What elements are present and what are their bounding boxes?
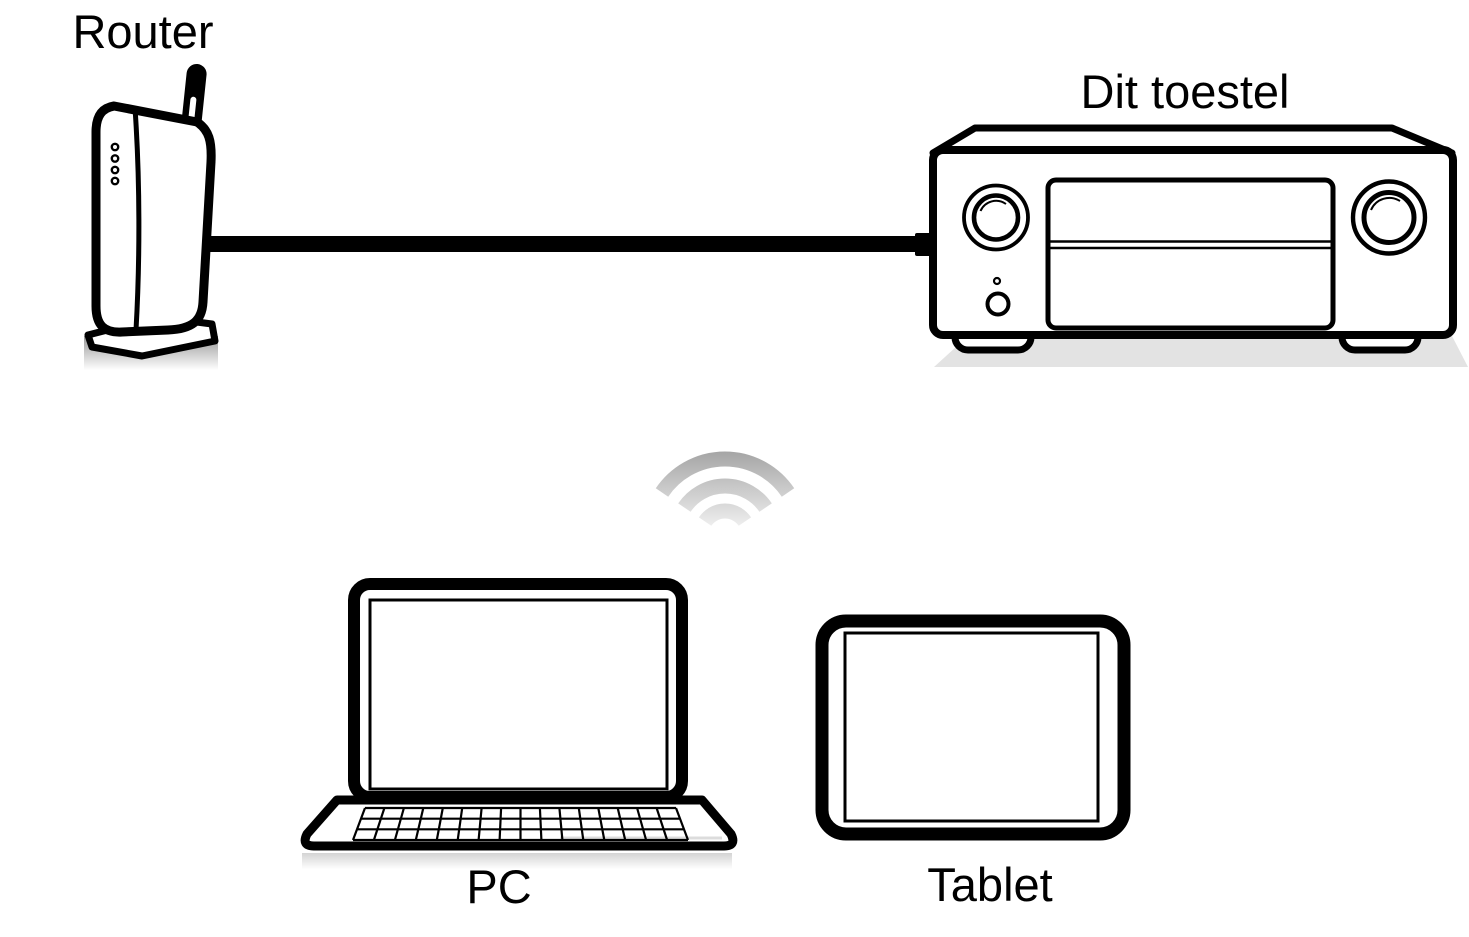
tablet-label: Tablet: [927, 858, 1053, 911]
receiver-shadow: [934, 336, 1468, 367]
laptop-base: [300, 795, 738, 851]
router-label: Router: [72, 5, 214, 58]
laptop-shadow: [302, 853, 732, 870]
laptop-icon: [300, 578, 738, 870]
router-led-lights: [110, 142, 120, 186]
receiver-display-panel: [1045, 177, 1336, 331]
receiver-led: [992, 276, 1002, 286]
router-icon: [84, 63, 219, 374]
tablet-screen: [843, 631, 1100, 823]
av-receiver-icon: [929, 124, 1468, 367]
ethernet-cable-line: [200, 233, 938, 256]
router-front-edge: [132, 107, 142, 331]
pc-label: PC: [466, 860, 532, 913]
receiver-knob-right: [1350, 179, 1428, 256]
laptop-keyboard: [351, 806, 690, 842]
laptop-screen-inner: [368, 598, 669, 791]
receiver-label: Dit toestel: [1080, 65, 1290, 118]
receiver-knob-left: [962, 183, 1030, 252]
receiver-power-button: [985, 291, 1011, 317]
tablet-icon: [815, 614, 1131, 841]
wifi-signal-icon: [655, 451, 795, 527]
router-body: [91, 101, 216, 337]
